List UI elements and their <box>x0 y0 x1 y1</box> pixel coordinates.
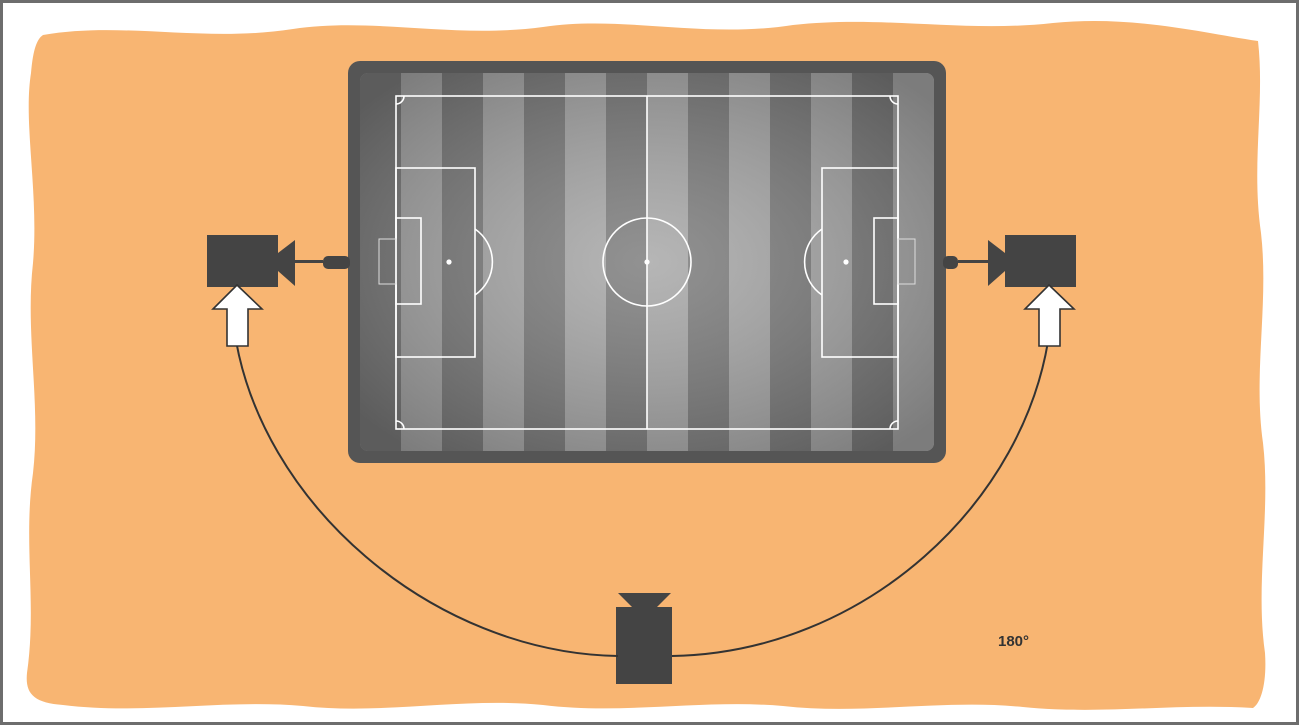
right-penalty-spot <box>844 260 848 264</box>
angle-label: 180° <box>998 633 1029 650</box>
center-spot <box>645 260 649 264</box>
left-penalty-spot <box>447 260 451 264</box>
camera-angle-diagram: 180° <box>3 3 1296 722</box>
